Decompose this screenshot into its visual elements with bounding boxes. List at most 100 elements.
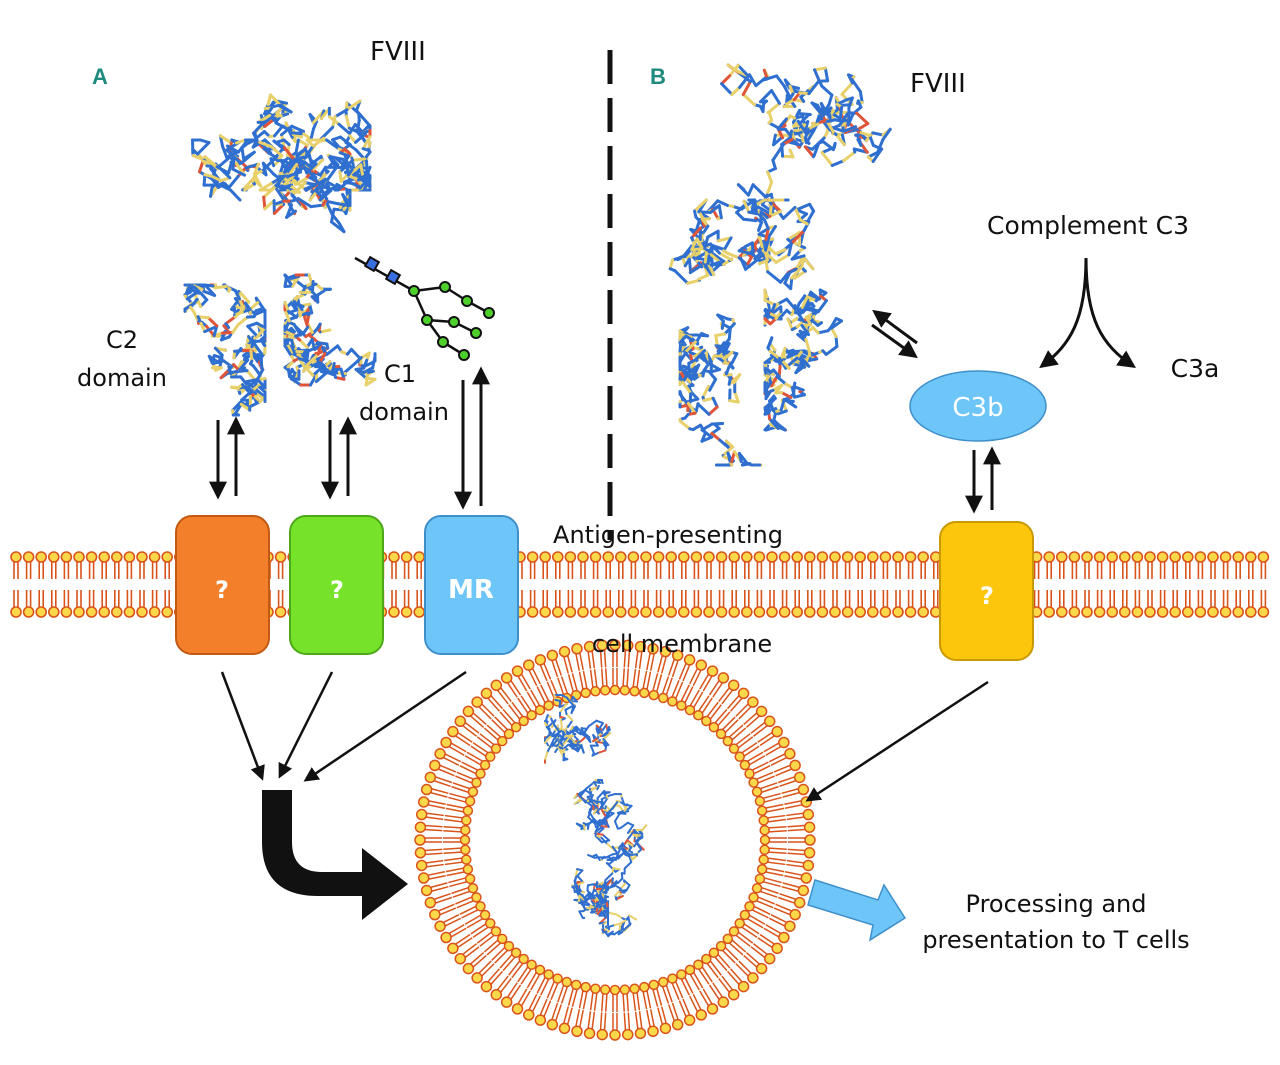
lipid [648,979,672,1035]
lipid [619,639,634,696]
lipid [440,909,491,944]
lipid [539,551,552,618]
lipid [722,933,768,975]
lipid [756,796,813,816]
lipid [526,551,539,618]
lipid [583,983,601,1040]
lipid [854,551,867,618]
lipid [571,642,591,699]
lipid [841,551,854,618]
panel-b-letter: B [650,64,666,89]
outcome-line2: presentation to T cells [922,926,1189,954]
lipid [1169,551,1181,618]
lipid [1106,551,1118,618]
lipid [490,953,529,1001]
membrane-label-top: Antigen-presenting [553,521,783,549]
lipid [415,854,472,872]
internalization-arrows [220,670,989,802]
lipid [614,551,627,618]
lipid [136,551,148,618]
lipid [751,882,806,909]
lipid [447,725,496,762]
lipid [758,808,815,826]
lipid [722,705,768,747]
receptors: ? ? MR ? [175,515,1034,661]
receptor-yellow: ? [939,521,1034,661]
lipid [748,759,801,788]
c3-cleavage-arrows [1039,257,1136,369]
c3a-label: C3a [1171,354,1220,383]
glycan-green-circles [408,281,495,361]
membrane-label-bottom: cell membrane [592,630,772,658]
lipid [740,551,753,618]
lipid [728,551,741,618]
lipid [701,953,740,1001]
lipid [759,834,816,846]
lipid [1207,551,1219,618]
lipid [22,551,35,618]
lipid [609,639,621,696]
lipid [728,926,776,965]
receptor-green-label: ? [330,576,344,604]
lipid [415,808,472,826]
lipid [756,864,813,884]
lipid [690,551,703,618]
lipid [462,933,508,975]
lipid [123,551,136,618]
lipid [728,715,776,754]
lipid [609,984,621,1041]
lipid [759,844,816,859]
lipid [1093,551,1106,618]
lipid [715,696,759,740]
panel-a-letter: A [92,64,108,89]
lipid [413,551,426,618]
lipid [388,551,400,618]
lipid [703,551,715,618]
lipid [1056,551,1068,618]
lipid [480,947,522,993]
c2-domain-label-line1: C2 [106,326,138,354]
lipid [739,909,790,944]
lipid [657,649,684,704]
lipid [640,551,652,618]
fviii-structure-a [183,93,377,417]
receptor-green: ? [289,515,384,655]
lipid [734,725,783,762]
lipid [10,551,22,618]
lipid [904,551,917,618]
lipid [652,551,665,618]
lipid [627,551,640,618]
lipid [471,696,515,740]
presentation-arrow-icon [807,879,907,942]
lipid [816,551,829,618]
fviii-label-a: FVIII [370,37,426,67]
fviii-structure-internalized [544,694,648,938]
lipid [558,979,582,1035]
lipid [803,551,816,618]
lipid [35,551,48,618]
lipid [602,551,615,618]
outcome-line1: Processing and [966,890,1147,918]
lipid [1156,551,1169,618]
c3b-molecule: C3b [909,370,1047,442]
lipid [596,984,611,1041]
lipid [1144,551,1156,618]
lipid [1119,551,1131,618]
lipid [684,964,719,1015]
lipid [1043,551,1055,618]
lipid [734,918,783,955]
lipid [400,551,413,618]
lipid [523,969,554,1021]
lipid [551,551,564,618]
lipid [667,654,696,707]
lipid [753,551,766,618]
glycan-blue-squares [363,255,402,286]
uptake-arrow-icon [262,790,408,920]
lipid [758,854,815,872]
lipid [892,551,904,618]
lipid [417,796,474,816]
lipid [429,892,482,921]
lipid [917,551,930,618]
lipid [454,926,502,965]
